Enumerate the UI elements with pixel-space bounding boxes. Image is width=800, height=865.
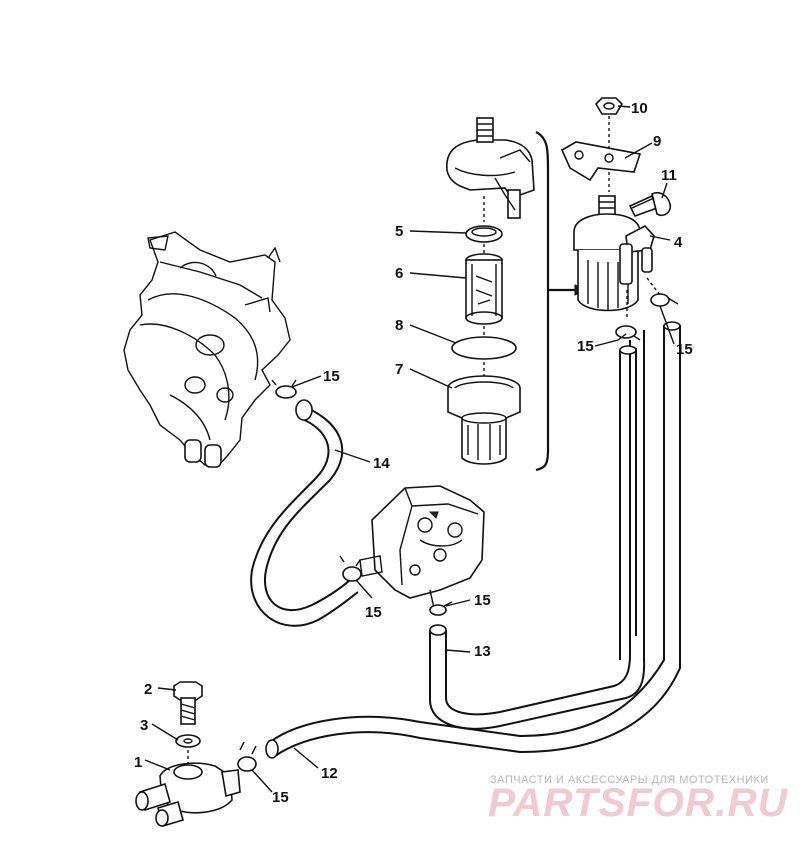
hoses	[250, 321, 681, 759]
callout-5: 5	[395, 223, 403, 240]
callout-9: 9	[653, 133, 661, 150]
clamp-15-filter-left	[615, 325, 641, 341]
hose-13	[429, 330, 646, 730]
callout-6: 6	[395, 265, 403, 282]
callout-12: 12	[321, 765, 338, 782]
callout-15-pump-in: 15	[365, 604, 382, 621]
clamp-15-carb	[271, 379, 297, 399]
carburetor-assembly	[123, 231, 291, 468]
hose-clamps	[237, 293, 679, 772]
callout-15-filter-left: 15	[577, 338, 594, 355]
callout-8: 8	[395, 317, 403, 334]
fuel-fitting	[135, 681, 241, 828]
watermark-logo: PARTSFOR.RU	[488, 781, 788, 825]
hose-14	[263, 404, 353, 611]
callout-numbers: 1 2 3 4 5 6 7 8 9 10 11 12 13 14 15 15 1…	[134, 100, 693, 806]
fuel-pump	[359, 485, 485, 609]
clamp-15-pump-in	[339, 555, 362, 582]
callout-15-pump-out: 15	[474, 592, 491, 609]
callout-7: 7	[395, 361, 403, 378]
clamp-15-filter-right	[650, 293, 679, 307]
watermark-tagline: ЗАПЧАСТИ И АКСЕССУАРЫ ДЛЯ МОТОТЕХНИКИ	[490, 774, 769, 786]
callout-15-filter-right: 15	[676, 341, 693, 358]
hose-12	[269, 325, 665, 743]
callout-14: 14	[373, 455, 390, 472]
callout-11: 11	[661, 167, 677, 184]
leader-lines	[144, 105, 675, 793]
callout-10: 10	[631, 100, 648, 117]
callout-15-carb: 15	[323, 368, 340, 385]
callout-2: 2	[144, 681, 152, 698]
fuel-filter-assembly	[560, 97, 672, 320]
callout-3: 3	[140, 717, 148, 734]
callout-15-fitting: 15	[272, 789, 289, 806]
watermark: ЗАПЧАСТИ И АКСЕССУАРЫ ДЛЯ МОТОТЕХНИКИ PA…	[488, 774, 788, 825]
callout-1: 1	[134, 754, 142, 771]
fuel-filter-exploded	[446, 117, 587, 472]
callout-4: 4	[674, 234, 683, 251]
clamp-15-pump-out	[429, 601, 453, 616]
clamp-15-fitting	[237, 741, 257, 772]
callout-13: 13	[474, 643, 491, 660]
